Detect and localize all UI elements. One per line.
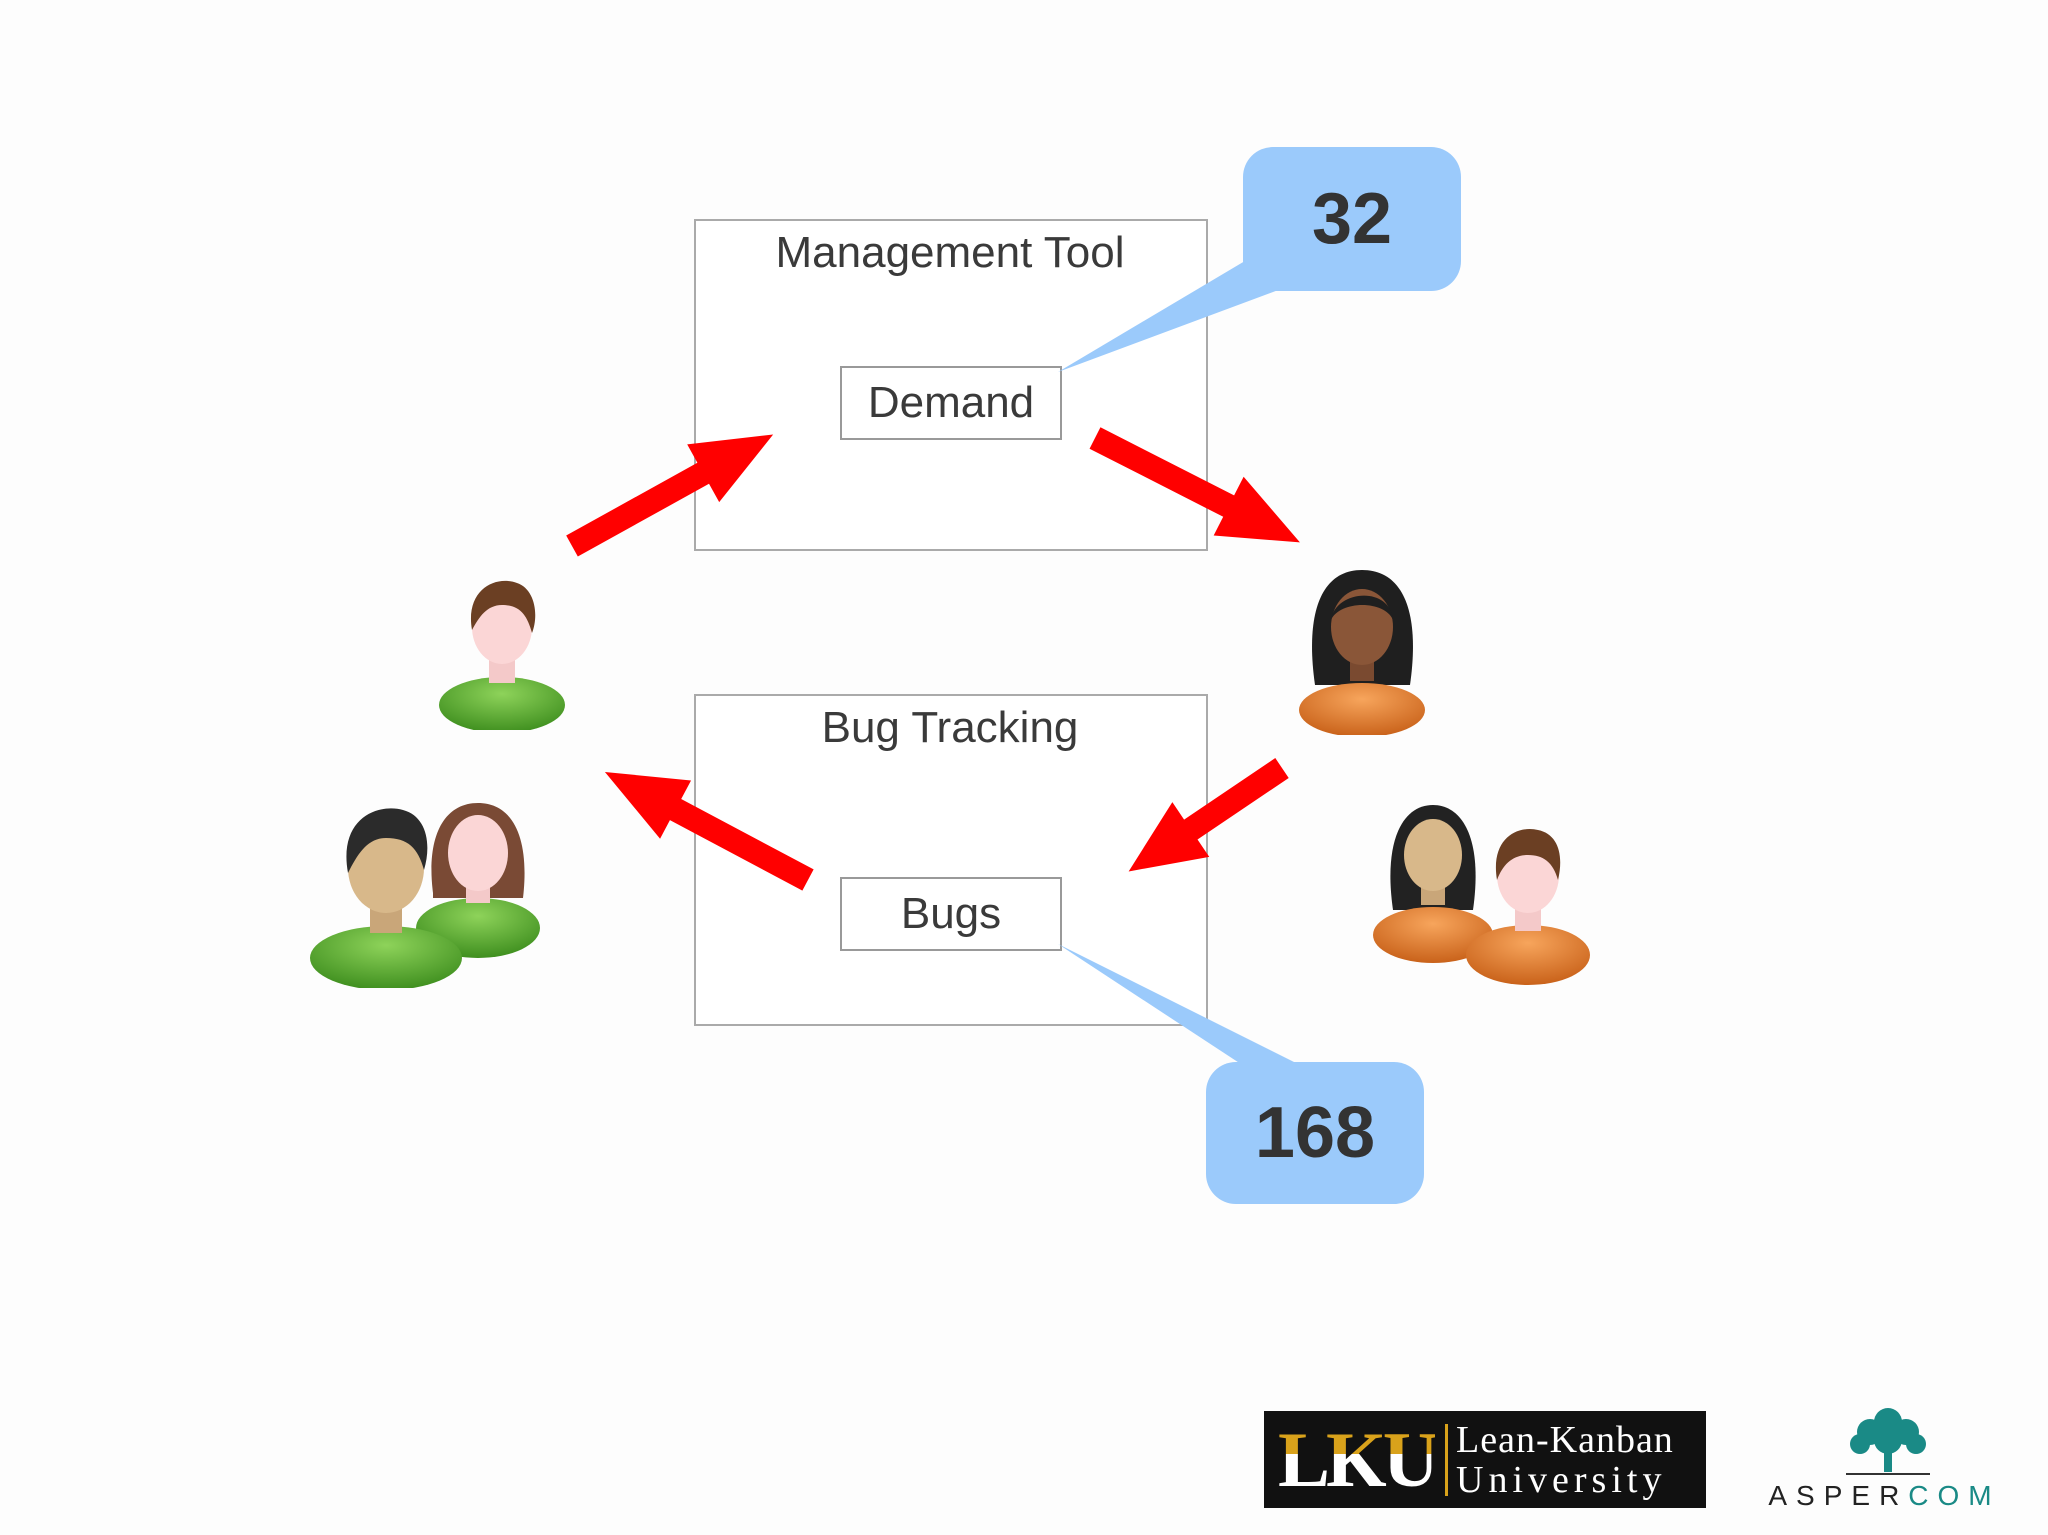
aspercom-logo-text: ASPERCOM [1752,1480,2017,1512]
arrow-from-demand [1089,427,1300,543]
bugs-box: Bugs [840,877,1062,951]
lku-logo-mark: LKU [1278,1415,1439,1503]
lku-logo-name: Lean-Kanban University [1456,1420,1674,1500]
aspercom-logo-part1: ASPER [1768,1480,1909,1511]
bugs-callout-tail [1058,944,1310,1070]
lku-logo-line1: Lean-Kanban [1456,1418,1674,1461]
person-green-icon [439,580,565,730]
arrow-to-demand [566,434,774,557]
arrow-to-bugs [1128,758,1289,872]
demand-callout-tail [1058,255,1300,372]
lku-logo-line2: University [1456,1458,1667,1501]
tree-icon [1846,1408,1930,1475]
person-orange-icon [1299,570,1425,735]
group-green-icon [310,803,540,988]
group-orange-icon [1373,805,1590,985]
arrow-from-bugs [604,772,814,891]
demand-count-callout: 32 [1243,147,1461,291]
management-tool-title: Management Tool [775,228,1125,277]
bug-tracking-title: Bug Tracking [821,703,1079,752]
demand-box: Demand [840,366,1062,440]
aspercom-logo-part2: COM [1908,1480,2001,1511]
bug-count-callout: 168 [1206,1062,1424,1204]
lku-logo-separator [1445,1423,1449,1496]
lku-logo: LKU Lean-Kanban University [1264,1411,1706,1508]
